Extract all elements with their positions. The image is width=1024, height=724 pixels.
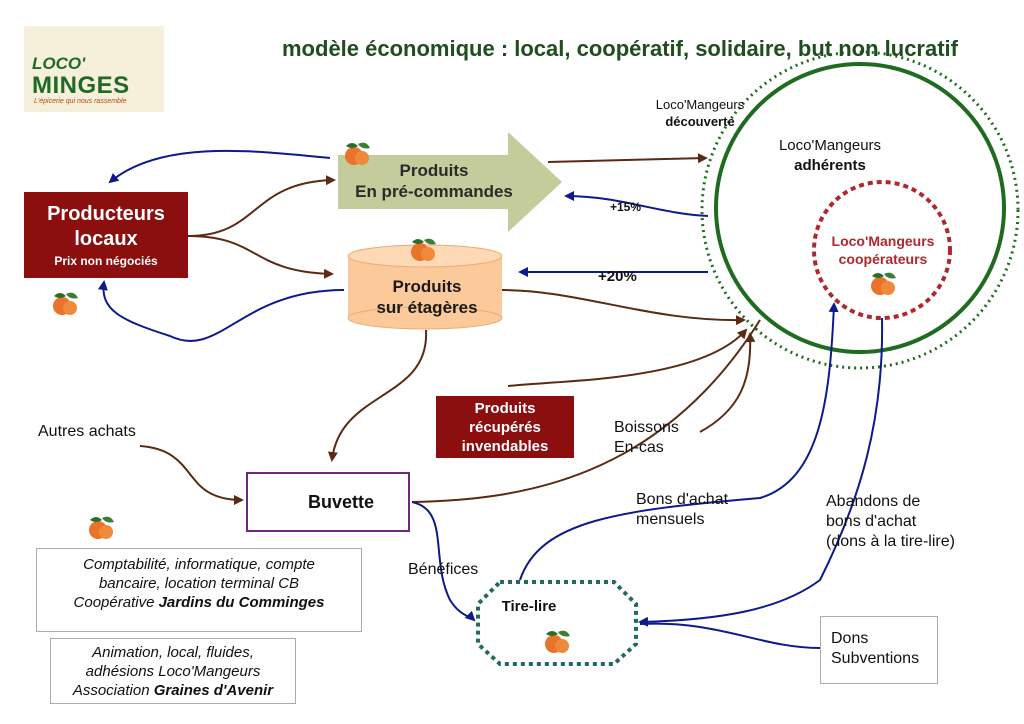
recuperes-line2: récupérés (469, 419, 541, 436)
logo-tagline: L'épicerie qui nous rassemble (34, 98, 127, 105)
cooperateurs-label: Loco'Mangeurs coopérateurs (818, 232, 948, 268)
animation-line3-prefix: Association (72, 682, 154, 699)
animation-note: Animation, local, fluides, adhésions Loc… (50, 638, 296, 704)
animation-line1: Animation, local, fluides, (92, 644, 254, 661)
adherents-line2: adhérents (794, 157, 866, 174)
decouverte-label: Loco'Mangeurs découverte (640, 96, 760, 130)
recuperes-line1: Produits (474, 400, 536, 417)
compta-line1: Comptabilité, informatique, compte (83, 556, 315, 573)
bons-achat-line1: Bons d'achat (636, 491, 729, 508)
recuperes-box: Produits récupérés invendables (436, 396, 574, 458)
abandons-line3: (dons à la tire-lire) (826, 533, 955, 550)
compta-note: Comptabilité, informatique, compte banca… (36, 548, 362, 632)
producteurs-box: Producteurs locaux Prix non négociés (24, 192, 188, 278)
dons-line1: Dons (831, 630, 869, 647)
benefices-label: Bénéfices (408, 561, 479, 578)
etageres-cylinder (347, 244, 503, 330)
abandons-line1: Abandons de (826, 493, 921, 510)
recuperes-line3: invendables (461, 438, 549, 455)
cooperateurs-line1: Loco'Mangeurs (831, 233, 935, 249)
abandons-label: Abandons de bons d'achat (dons à la tire… (826, 492, 955, 552)
precommandes-arrow (338, 132, 562, 232)
producteurs-sub: Prix non négociés (54, 254, 158, 268)
precommandes-label: Produits En pré-commandes (344, 160, 524, 202)
buvette-label: Buvette (308, 492, 375, 512)
logo-line2: MINGES (32, 72, 130, 99)
buvette-box: Buvette (246, 472, 410, 532)
compta-line3-prefix: Coopérative (73, 594, 159, 611)
orange-logo-icon (411, 238, 436, 261)
producteurs-line1: Producteurs (47, 203, 165, 225)
plus15-label: +15% (610, 200, 642, 214)
decouverte-circle (700, 50, 1020, 370)
orange-logo-icon (89, 516, 114, 539)
orange-logo-icon (545, 630, 570, 653)
logo-line1: LOCO' (32, 54, 86, 73)
dons-box: Dons Subventions (820, 616, 938, 684)
etageres-line2: sur étagères (376, 298, 478, 317)
etageres-line1: Produits (392, 277, 462, 296)
dons-line2: Subventions (831, 650, 920, 667)
bons-achat-line2: mensuels (636, 511, 705, 528)
precommandes-line1: Produits (399, 161, 469, 180)
producteurs-line2: locaux (74, 228, 138, 250)
adherents-label: Loco'Mangeurs adhérents (760, 136, 900, 176)
orange-logo-icon (53, 292, 78, 315)
plus20-label: +20% (598, 268, 637, 285)
etageres-label: Produits sur étagères (352, 276, 502, 318)
cooperateurs-line2: coopérateurs (838, 251, 928, 267)
tirelire-shape (476, 580, 638, 666)
compta-line3-bold: Jardins du Comminges (158, 594, 325, 611)
adherents-line1: Loco'Mangeurs (778, 137, 882, 154)
animation-line2: adhésions Loco'Mangeurs (85, 663, 261, 680)
decouverte-line2: découverte (665, 114, 735, 129)
boissons-label: Boissons En-cas (614, 418, 679, 458)
logo: LOCO' MINGES L'épicerie qui nous rassemb… (24, 26, 164, 112)
page-title: modèle économique : local, coopératif, s… (282, 36, 958, 61)
autres-achats-label: Autres achats (38, 423, 136, 440)
boissons-line2: En-cas (614, 439, 664, 456)
compta-line2: bancaire, location terminal CB (98, 575, 300, 592)
cooperateurs-circle (812, 180, 952, 320)
tirelire-label: Tire-lire (501, 598, 557, 615)
adherents-circle (714, 62, 1006, 354)
orange-logo-icon (871, 272, 896, 295)
decouverte-line1: Loco'Mangeurs (655, 97, 745, 112)
animation-line3-bold: Graines d'Avenir (153, 682, 274, 699)
bons-achat-label: Bons d'achat mensuels (636, 490, 728, 530)
precommandes-line2: En pré-commandes (355, 182, 513, 201)
boissons-line1: Boissons (614, 419, 679, 436)
abandons-line2: bons d'achat (826, 513, 917, 530)
